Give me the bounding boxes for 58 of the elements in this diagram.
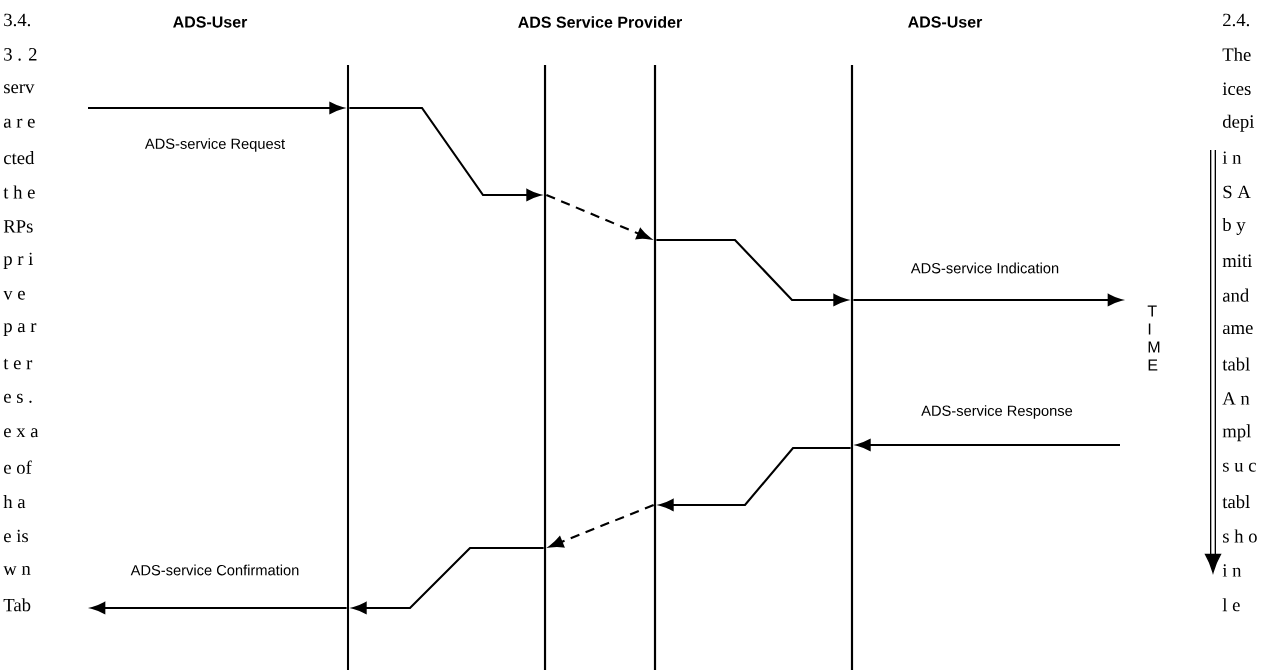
text-fragment: e of [4, 460, 32, 474]
text-fragment: t h e [3, 185, 35, 199]
text-fragment: 3 . 2 [4, 48, 37, 61]
text-fragment: tabl [1222, 357, 1250, 371]
arrow [659, 446, 851, 511]
text-fragment: RPs [3, 220, 33, 233]
text-fragment: ices [1222, 82, 1251, 96]
text-fragment: 2.4. [1223, 13, 1250, 27]
column-heading: ADS-User [173, 16, 248, 28]
arrow [352, 546, 544, 614]
edge-label: ADS-service Indication [909, 261, 1061, 275]
column-heading: ADS Service Provider [518, 16, 682, 28]
text-fragment: e is [4, 529, 28, 543]
arrow [856, 439, 1120, 451]
text-fragment: The [1222, 47, 1251, 61]
text-fragment: v e [3, 290, 25, 300]
text-fragment: cted [4, 151, 35, 165]
text-fragment: p r i [3, 252, 33, 269]
text-fragment: t e r [3, 358, 33, 370]
text-fragment: w n [3, 565, 31, 575]
column-heading: ADS-User [908, 16, 983, 28]
text-fragment: e x a [4, 428, 39, 438]
arrow [853, 294, 1122, 306]
lifeline [653, 65, 657, 670]
text-fragment: and [1222, 288, 1249, 302]
text-fragment: A n [1222, 392, 1250, 405]
arrow [349, 106, 541, 201]
arrow [88, 102, 344, 114]
text-fragment: h a [3, 495, 26, 509]
text-fragment: p a r [3, 323, 37, 336]
lifeline [543, 65, 547, 670]
axis-label: T I M E [1147, 305, 1160, 371]
arrow [549, 504, 655, 548]
edge-label: ADS-service Response [919, 403, 1075, 421]
text-fragment: a r e [3, 118, 35, 128]
text-fragment: mpl [1222, 424, 1251, 442]
lifeline [346, 65, 350, 670]
text-fragment: depi [1222, 114, 1255, 132]
arrow [545, 194, 651, 240]
text-fragment: Tab [3, 598, 31, 612]
text-fragment: s h o [1223, 529, 1257, 543]
text-fragment: e s . [4, 393, 32, 403]
text-fragment: ame [1222, 325, 1253, 335]
arrow [656, 238, 848, 306]
lifeline [850, 65, 854, 670]
edge-label: ADS-service Confirmation [129, 563, 301, 577]
edge-label: ADS-service Request [143, 136, 287, 154]
text-fragment: serv [4, 84, 35, 94]
text-fragment: i n [1222, 151, 1242, 164]
text-fragment: l e [1222, 598, 1240, 612]
arrow [91, 602, 347, 614]
text-fragment: S A [1223, 185, 1251, 199]
text-fragment: i n [1222, 564, 1242, 577]
text-fragment: miti [1222, 254, 1252, 268]
text-fragment: b y [1222, 217, 1246, 235]
text-fragment: 3.4. [4, 13, 31, 27]
text-fragment: tabl [1222, 495, 1250, 509]
text-fragment: s u c [1223, 462, 1256, 472]
